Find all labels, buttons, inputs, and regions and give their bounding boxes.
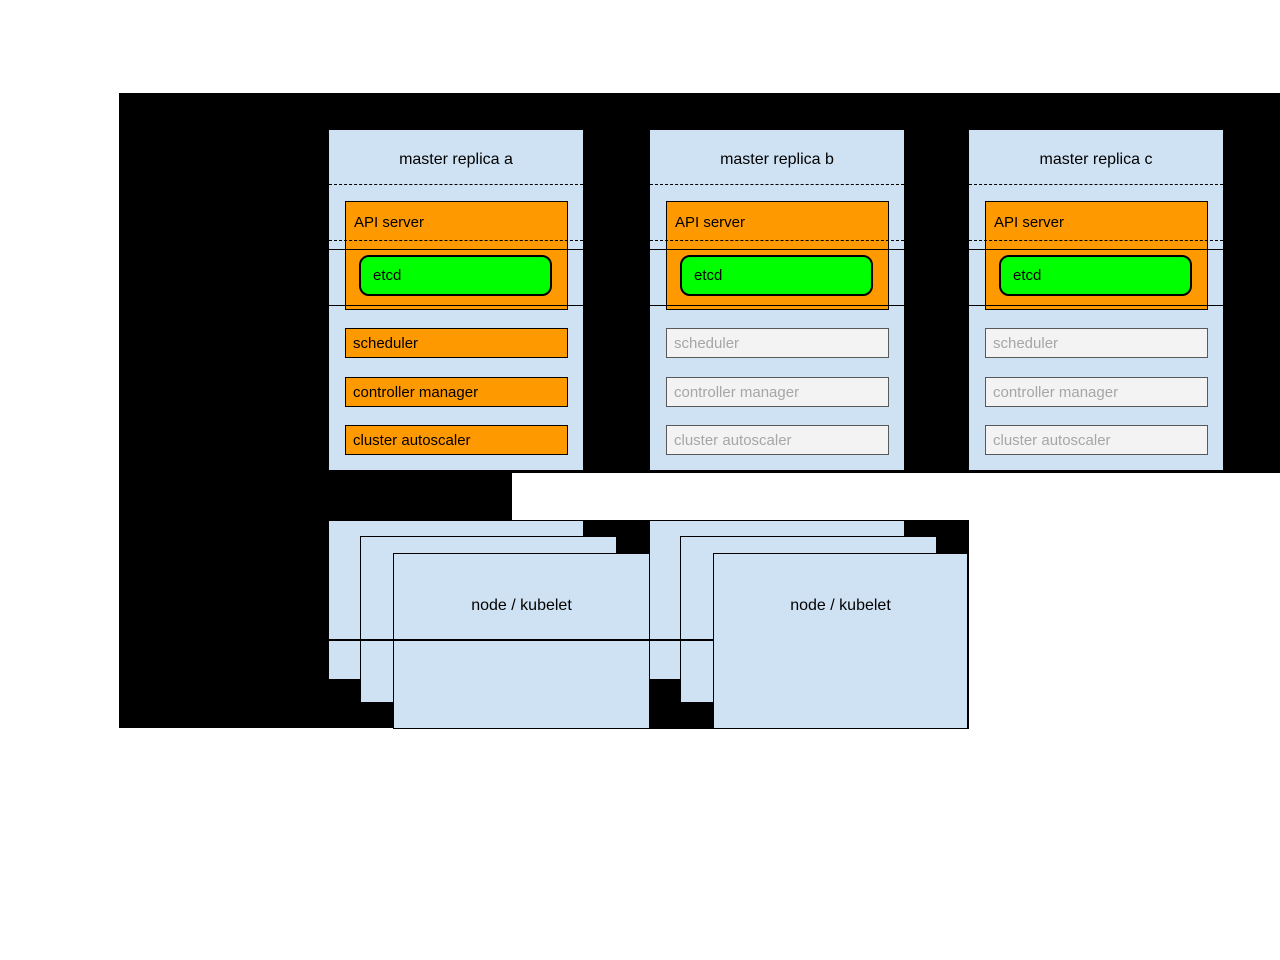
controller-manager-label: controller manager bbox=[353, 383, 479, 401]
api-server-label: API server bbox=[994, 214, 1065, 231]
controller-manager-box: controller manager bbox=[985, 377, 1208, 407]
scheduler-label: scheduler bbox=[353, 334, 419, 352]
node-kubelet-label: node / kubelet bbox=[471, 597, 572, 614]
cluster-autoscaler-label: cluster autoscaler bbox=[353, 431, 471, 449]
node-stack-1-front-card: node / kubelet bbox=[393, 553, 650, 729]
node-divider-line bbox=[328, 639, 713, 641]
scheduler-label: scheduler bbox=[993, 334, 1059, 352]
section-divider-dashed bbox=[969, 240, 1223, 241]
api-server-box: API server etcd bbox=[345, 201, 568, 310]
section-divider-solid bbox=[969, 249, 1223, 250]
cluster-autoscaler-box: cluster autoscaler bbox=[666, 425, 889, 455]
cluster-autoscaler-box: cluster autoscaler bbox=[985, 425, 1208, 455]
master-title: master replica a bbox=[399, 151, 513, 168]
master-title: master replica c bbox=[1039, 151, 1153, 168]
etcd-label: etcd bbox=[373, 267, 402, 284]
section-divider-dashed bbox=[969, 184, 1223, 185]
section-divider-dashed bbox=[329, 240, 583, 241]
cluster-autoscaler-label: cluster autoscaler bbox=[674, 431, 792, 449]
cluster-autoscaler-label: cluster autoscaler bbox=[993, 431, 1111, 449]
etcd-box: etcd bbox=[999, 255, 1192, 296]
section-divider-solid bbox=[329, 305, 583, 306]
section-divider-dashed bbox=[650, 184, 904, 185]
cluster-autoscaler-box: cluster autoscaler bbox=[345, 425, 568, 455]
api-server-label: API server bbox=[354, 214, 425, 231]
scheduler-box: scheduler bbox=[985, 328, 1208, 358]
controller-manager-box: controller manager bbox=[666, 377, 889, 407]
etcd-label: etcd bbox=[694, 267, 723, 284]
section-divider-dashed bbox=[329, 184, 583, 185]
section-divider-solid bbox=[650, 249, 904, 250]
scheduler-label: scheduler bbox=[674, 334, 740, 352]
etcd-box: etcd bbox=[359, 255, 552, 296]
api-server-box: API server etcd bbox=[985, 201, 1208, 310]
master-title: master replica b bbox=[720, 151, 834, 168]
master-replica-b-box: master replica b API server etcd schedul… bbox=[649, 129, 905, 471]
section-divider-solid bbox=[969, 305, 1223, 306]
master-replica-c-box: master replica c API server etcd schedul… bbox=[968, 129, 1224, 471]
api-server-label: API server bbox=[675, 214, 746, 231]
node-kubelet-label: node / kubelet bbox=[790, 597, 891, 614]
master-replica-a-box: master replica a API server etcd schedul… bbox=[328, 129, 584, 471]
etcd-box: etcd bbox=[680, 255, 873, 296]
scheduler-box: scheduler bbox=[666, 328, 889, 358]
controller-manager-label: controller manager bbox=[993, 383, 1119, 401]
etcd-label: etcd bbox=[1013, 267, 1042, 284]
scheduler-box: scheduler bbox=[345, 328, 568, 358]
node-stack-2-front-card: node / kubelet bbox=[713, 553, 968, 729]
controller-manager-box: controller manager bbox=[345, 377, 568, 407]
section-divider-solid bbox=[329, 249, 583, 250]
controller-manager-label: controller manager bbox=[674, 383, 800, 401]
section-divider-dashed bbox=[650, 240, 904, 241]
section-divider-solid bbox=[650, 305, 904, 306]
api-server-box: API server etcd bbox=[666, 201, 889, 310]
